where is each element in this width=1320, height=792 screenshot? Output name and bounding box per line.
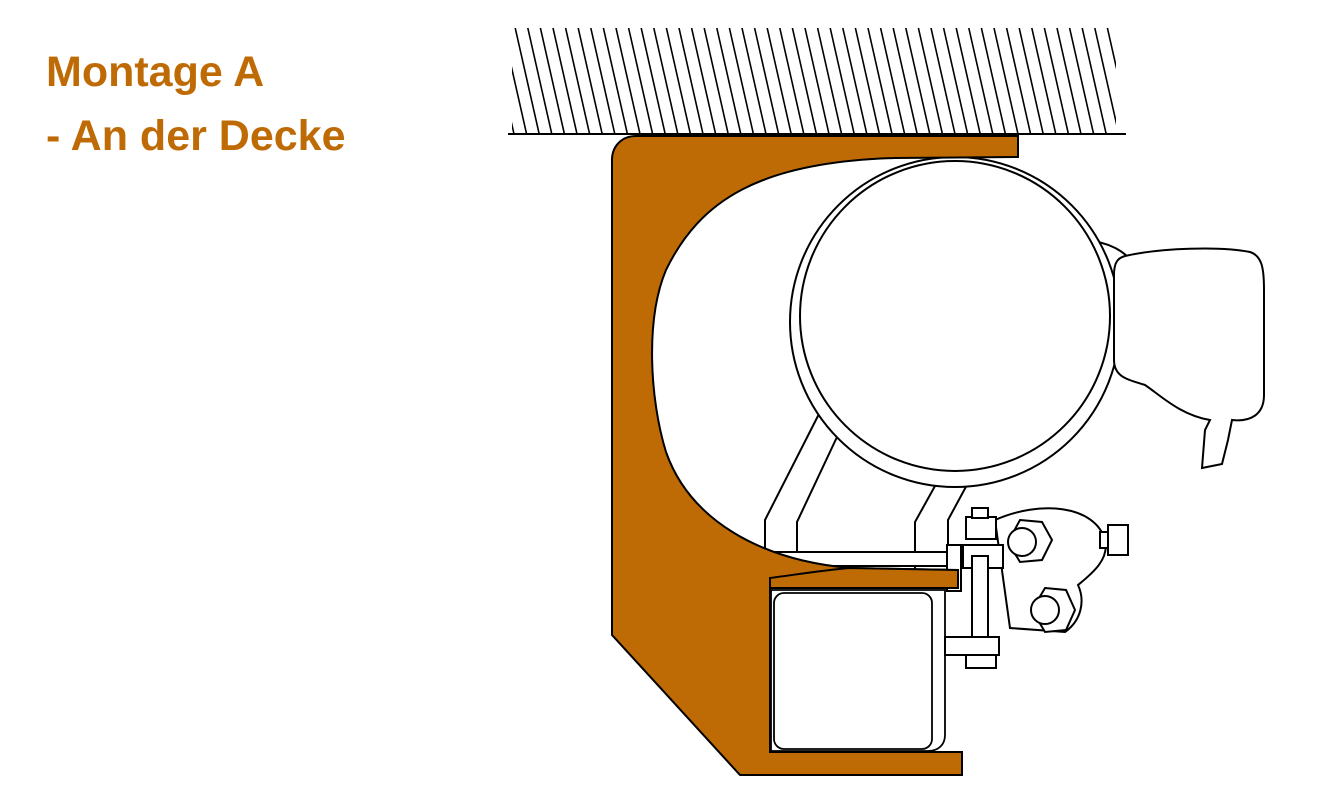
- title-subtitle: - An der Decke: [46, 112, 346, 160]
- title-montage: Montage A: [46, 48, 265, 96]
- title-block: Montage A - An der Decke: [46, 40, 346, 168]
- mounting-bracket[interactable]: [611, 135, 1019, 776]
- fabric-roller-tube: [789, 156, 1134, 488]
- bracket-front-lip: [769, 566, 959, 589]
- front-profile: [1113, 247, 1265, 470]
- bolts-and-nuts: [944, 507, 1129, 669]
- ceiling-hatch: [512, 28, 1116, 134]
- square-support-bar: [770, 589, 946, 752]
